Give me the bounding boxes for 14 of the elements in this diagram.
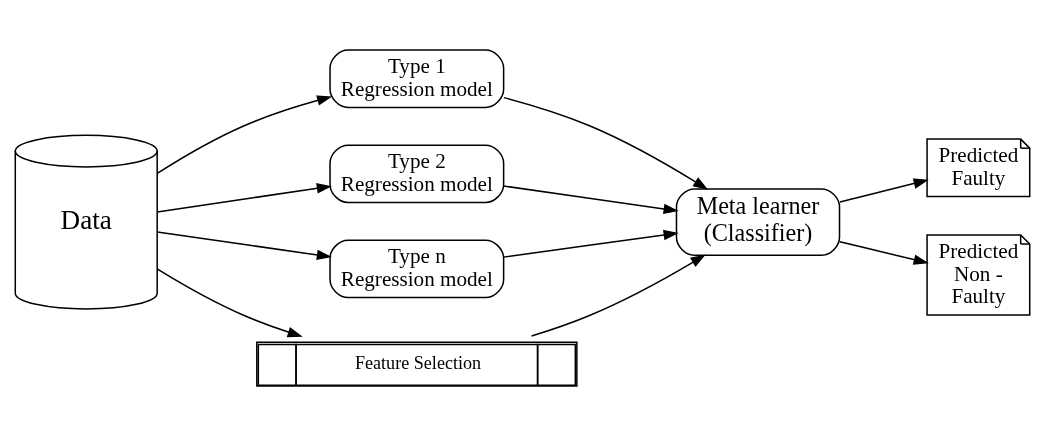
node-box: Type 1 Regression model [329,49,505,109]
arrow [502,185,679,215]
arrow [502,229,679,258]
arrow [156,231,332,261]
arrow [156,95,333,175]
arrow [156,268,303,338]
node-box: Type n Regression model [329,239,505,299]
node-box: Meta learner (Classifier) [675,188,841,257]
arrow [503,96,709,190]
arrow [839,240,929,265]
arrow [839,178,929,203]
node-box: Type 2 Regression model [329,144,505,204]
arrow [530,254,706,337]
arrow [156,183,332,213]
